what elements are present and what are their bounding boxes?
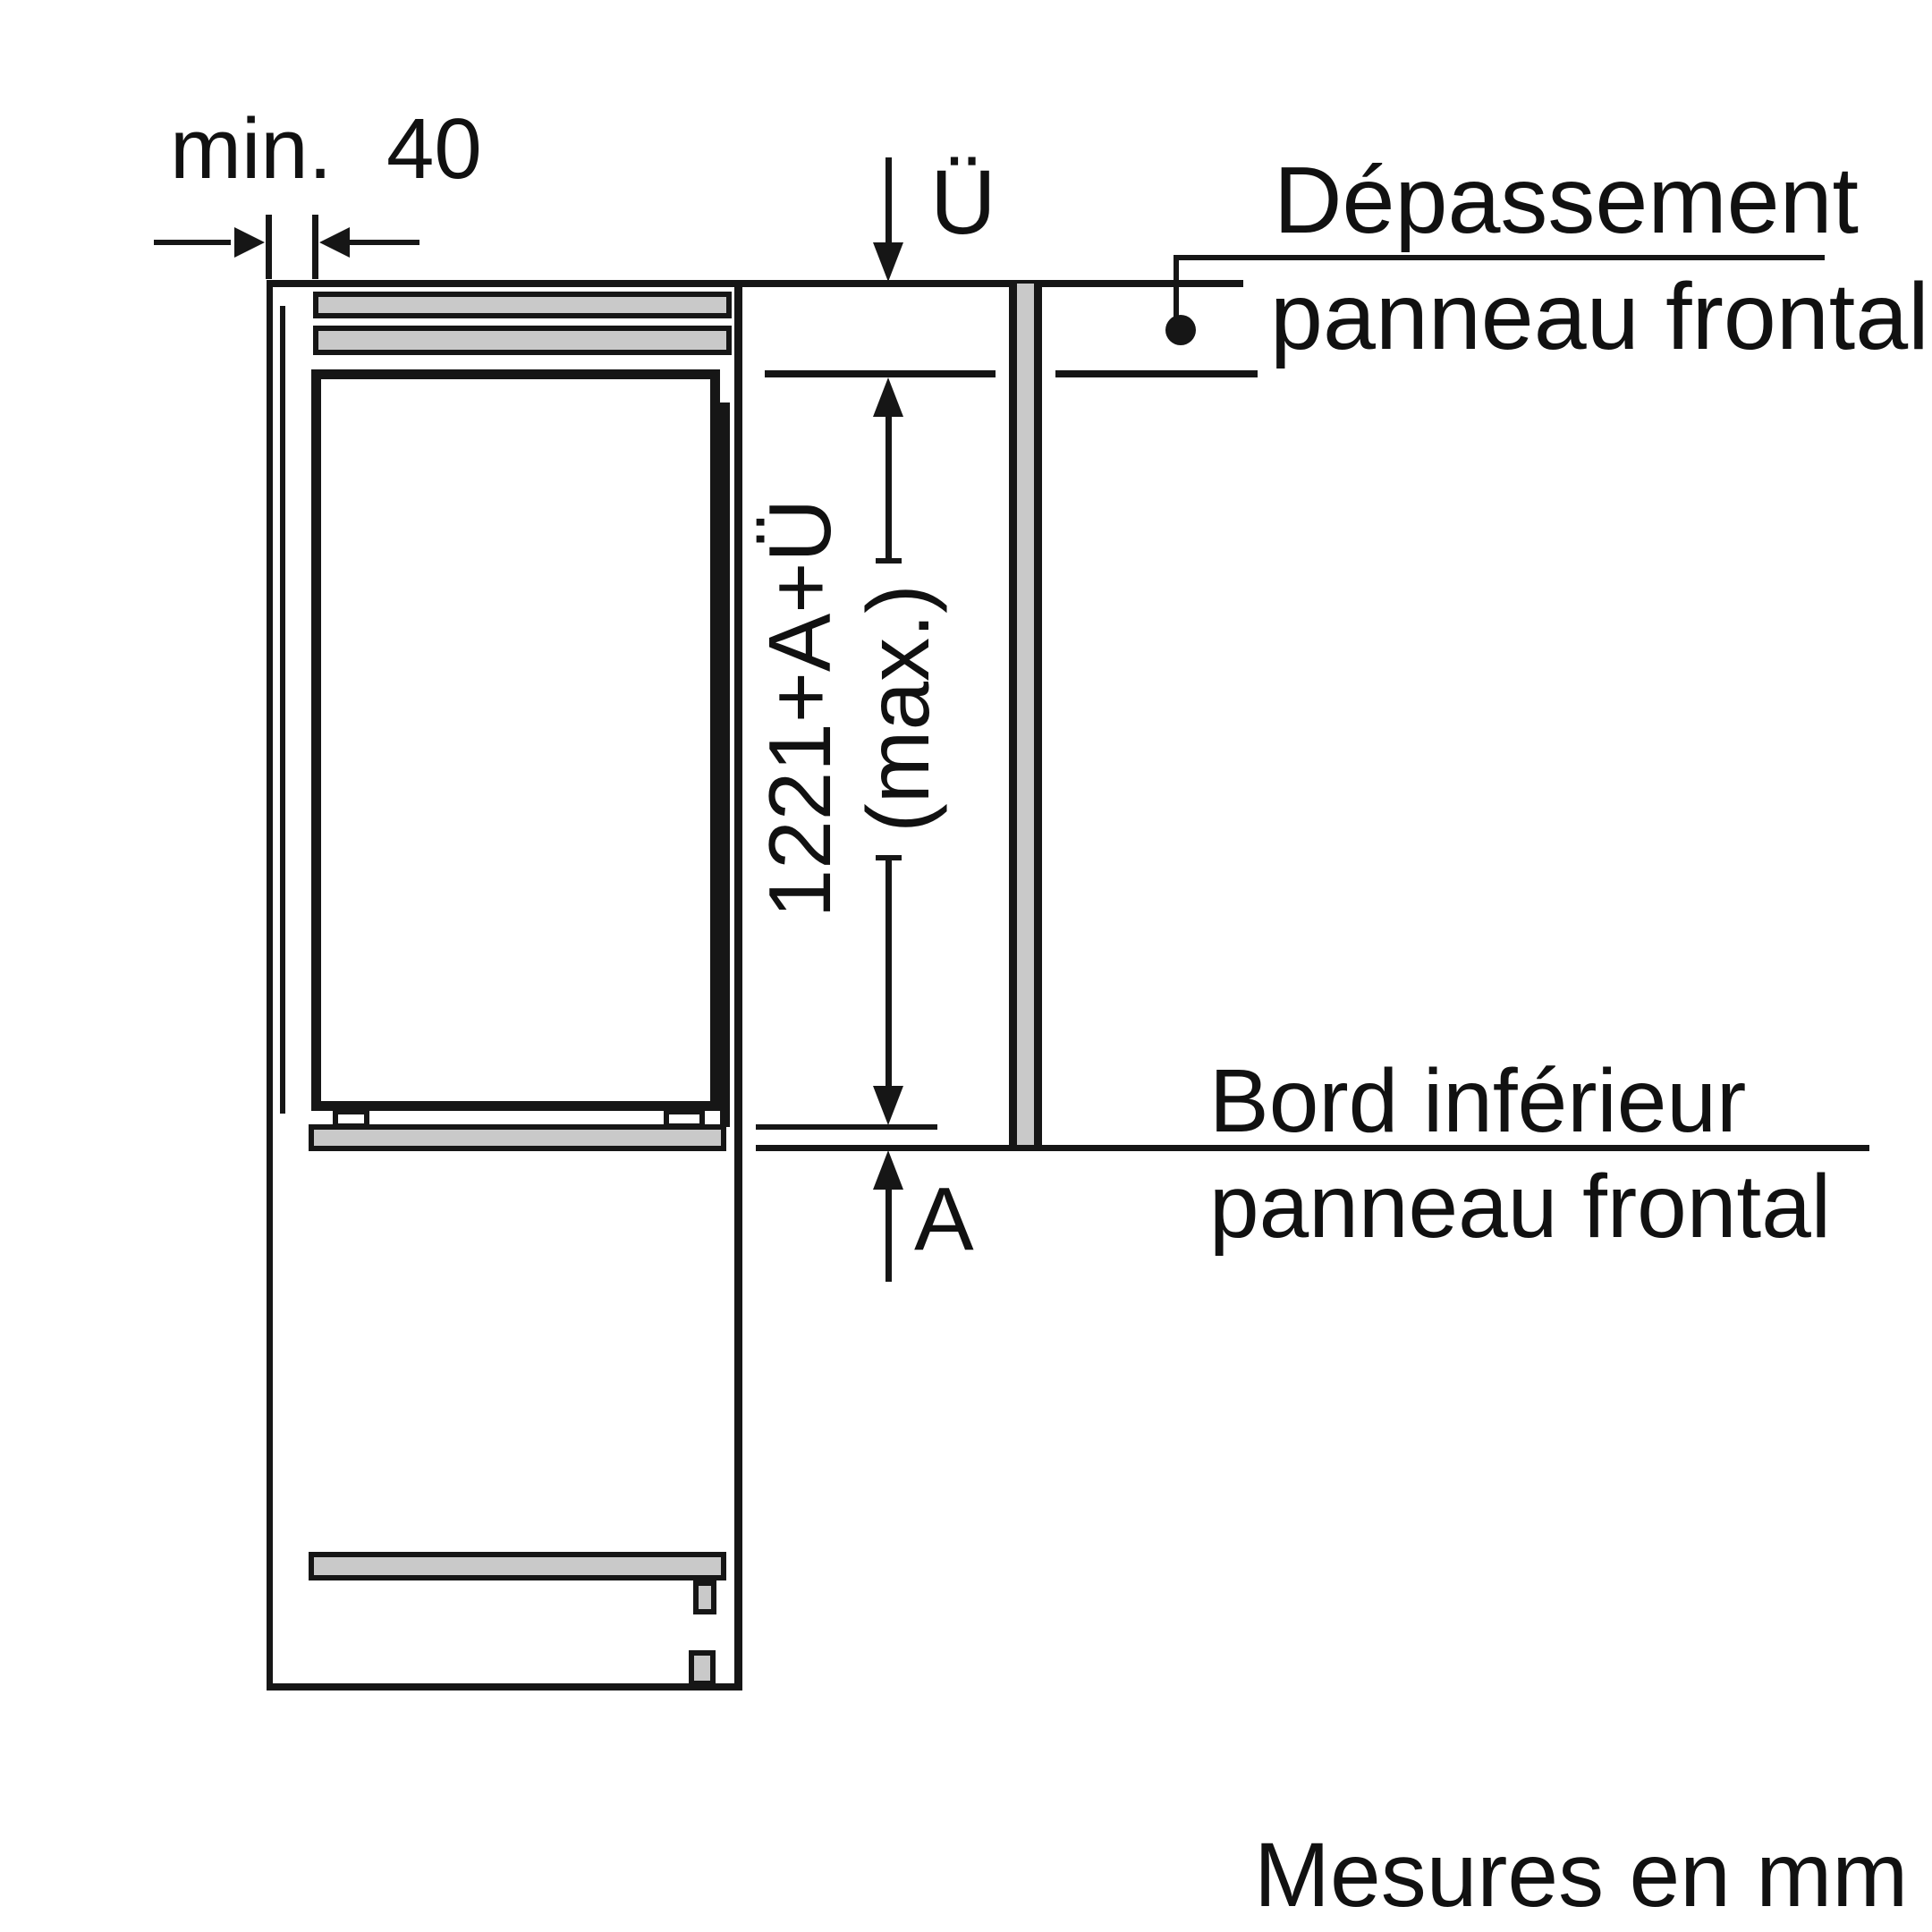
- fixing-block-lower: [689, 1650, 716, 1686]
- arrow-right-icon: [234, 227, 265, 258]
- units-note: Mesures en mm: [1254, 1824, 1909, 1926]
- panel-bottom-reference-line: [756, 1145, 1869, 1151]
- overhang-label: Ü: [930, 151, 996, 253]
- top-mounting-rail-lower: [313, 326, 732, 355]
- min-clearance-label: min. 40: [170, 101, 482, 197]
- arrow-down-icon: [873, 242, 903, 282]
- panel-drop-label: A: [914, 1169, 974, 1269]
- cabinet-top-line: [267, 280, 1243, 287]
- plinth-rail: [309, 1124, 726, 1151]
- appliance-door-line: [720, 402, 730, 1127]
- panel-drop-dim-stem: [886, 1188, 892, 1282]
- cabinet-front-edge-line: [734, 280, 742, 1690]
- height-dim-stem-lower: [886, 855, 892, 1088]
- height-dim-formula: 1221+A+Ü: [750, 498, 849, 919]
- lower-cross-rail: [309, 1552, 726, 1580]
- overhang-callout-leader-horizontal: [1174, 255, 1825, 260]
- overhang-callout-line2: panneau frontal: [1270, 264, 1929, 369]
- overhang-callout-line1: Dépassement: [1274, 148, 1860, 253]
- cabinet-left-wall-outer-line: [267, 280, 273, 1690]
- height-dim-stem-upper: [886, 415, 892, 560]
- door-top-reference-line-right: [1055, 370, 1258, 377]
- cabinet-left-wall-inner-line: [280, 306, 285, 1114]
- cabinet-bottom-line: [267, 1683, 742, 1690]
- door-bottom-reference-line: [756, 1124, 937, 1130]
- top-mounting-rail-upper: [313, 292, 732, 318]
- overhang-dim-stem: [886, 157, 892, 247]
- fixing-block-upper: [693, 1580, 716, 1614]
- overhang-callout-dot: [1165, 315, 1196, 345]
- overhang-callout-leader-vertical: [1174, 255, 1179, 318]
- min-clearance-extension-left: [266, 215, 272, 279]
- lower-edge-callout-line1: Bord inférieur: [1209, 1051, 1747, 1151]
- height-dim-label: 1221+A+Ü (max.): [750, 498, 952, 919]
- appliance-body: [311, 369, 720, 1111]
- min-clearance-line-right: [348, 240, 419, 245]
- arrow-down-icon: [873, 1086, 903, 1125]
- front-panel-bar: [1009, 284, 1042, 1148]
- lower-edge-callout-line2: panneau frontal: [1209, 1157, 1832, 1257]
- door-top-reference-line-left: [765, 370, 996, 377]
- arrow-left-icon: [319, 227, 350, 258]
- min-clearance-line-left: [154, 240, 231, 245]
- height-dim-break-tick-upper: [876, 558, 902, 564]
- arrow-up-icon: [873, 377, 903, 417]
- arrow-up-icon: [873, 1150, 903, 1190]
- min-clearance-extension-right: [312, 215, 318, 279]
